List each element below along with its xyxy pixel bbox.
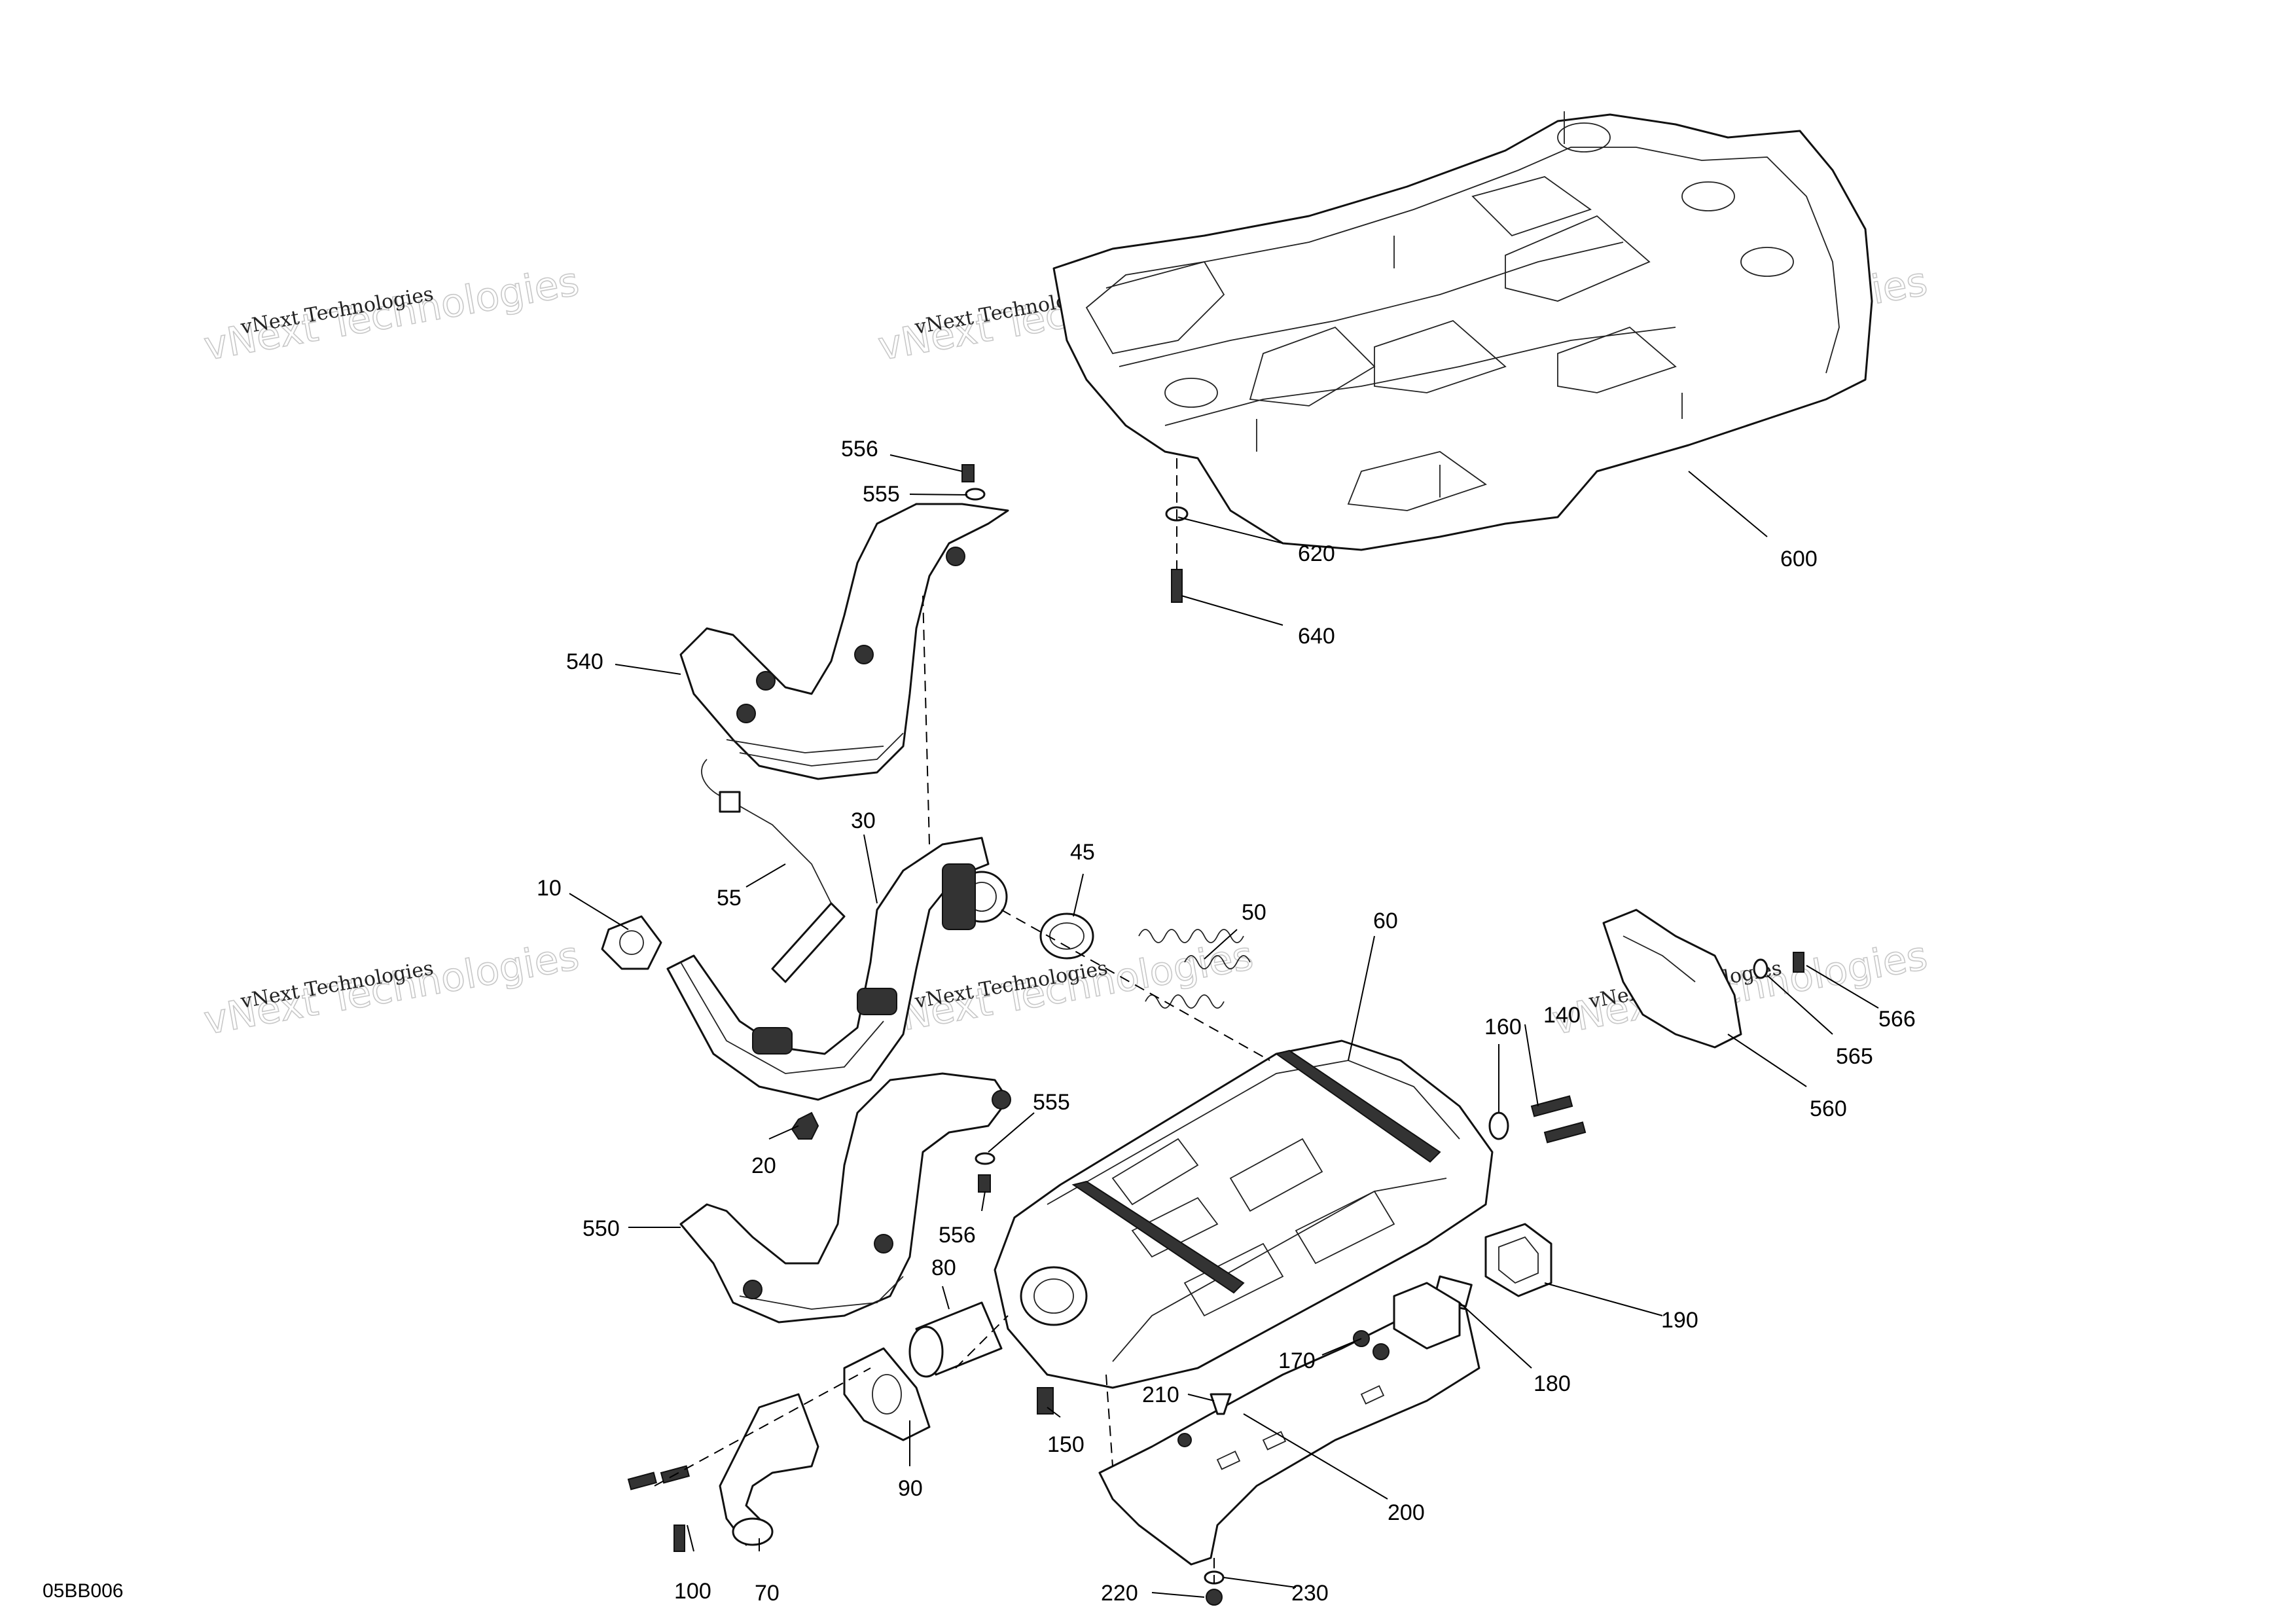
o2-sensor-55 bbox=[701, 759, 846, 983]
gasket-ring-45 bbox=[1039, 912, 1094, 960]
watermark: vNext Technologies vNext Technologies bbox=[200, 932, 583, 1044]
sleeve-80 bbox=[908, 1301, 1003, 1378]
callout-600: 600 bbox=[1780, 547, 1818, 571]
leader-lines bbox=[569, 454, 1879, 1598]
springs-50 bbox=[1138, 929, 1251, 1009]
heat-shield-540 bbox=[679, 503, 1009, 780]
callout-230: 230 bbox=[1291, 1581, 1329, 1606]
exhaust-pipe-30 bbox=[666, 837, 1008, 1101]
tail-pipe-70 bbox=[719, 1393, 819, 1546]
rubber-mount-190 bbox=[1484, 1223, 1552, 1297]
callout-labels: 556 555 540 620 640 600 30 10 45 55 50 6… bbox=[537, 437, 1916, 1606]
callout-640: 640 bbox=[1298, 624, 1335, 649]
callout-80: 80 bbox=[931, 1255, 956, 1280]
callout-140: 140 bbox=[1543, 1003, 1581, 1028]
callout-200: 200 bbox=[1388, 1500, 1425, 1525]
callout-556-lower: 556 bbox=[939, 1223, 976, 1248]
diagram-code: 05BB006 bbox=[43, 1580, 123, 1602]
callout-20: 20 bbox=[751, 1153, 776, 1178]
callout-555: 555 bbox=[863, 482, 900, 507]
callout-220: 220 bbox=[1101, 1581, 1138, 1606]
heat-shield-550 bbox=[679, 1072, 1011, 1324]
callout-550: 550 bbox=[583, 1216, 620, 1241]
callout-90: 90 bbox=[898, 1476, 923, 1501]
gasket-10 bbox=[601, 915, 662, 970]
callout-620: 620 bbox=[1298, 541, 1335, 566]
callout-55: 55 bbox=[717, 886, 742, 911]
callout-555-lower: 555 bbox=[1033, 1090, 1070, 1115]
callout-565: 565 bbox=[1836, 1044, 1873, 1069]
bracket-200 bbox=[1098, 1301, 1480, 1566]
skid-plate-600 bbox=[1052, 111, 1873, 551]
callout-70: 70 bbox=[755, 1581, 780, 1606]
muffler-60 bbox=[994, 1039, 1494, 1389]
callout-566: 566 bbox=[1878, 1007, 1916, 1032]
callout-170: 170 bbox=[1278, 1348, 1316, 1373]
callout-210: 210 bbox=[1142, 1382, 1179, 1407]
callout-150: 150 bbox=[1047, 1432, 1085, 1457]
callout-560: 560 bbox=[1810, 1096, 1847, 1121]
callout-60: 60 bbox=[1373, 909, 1398, 933]
callout-45: 45 bbox=[1070, 840, 1095, 865]
callout-190: 190 bbox=[1661, 1308, 1698, 1333]
assembly-lines bbox=[654, 458, 1270, 1584]
callout-30: 30 bbox=[851, 808, 876, 833]
callout-10: 10 bbox=[537, 876, 562, 901]
callout-160: 160 bbox=[1484, 1015, 1522, 1039]
callout-50: 50 bbox=[1242, 900, 1266, 925]
callout-556: 556 bbox=[841, 437, 878, 461]
watermark: vNext Technologies vNext Technologies bbox=[200, 258, 583, 370]
callout-100: 100 bbox=[674, 1579, 711, 1604]
callout-540: 540 bbox=[566, 649, 603, 674]
heat-shield-560 bbox=[1602, 909, 1742, 1049]
rubber-mount-200a bbox=[1393, 1282, 1461, 1350]
callout-180: 180 bbox=[1534, 1371, 1571, 1396]
